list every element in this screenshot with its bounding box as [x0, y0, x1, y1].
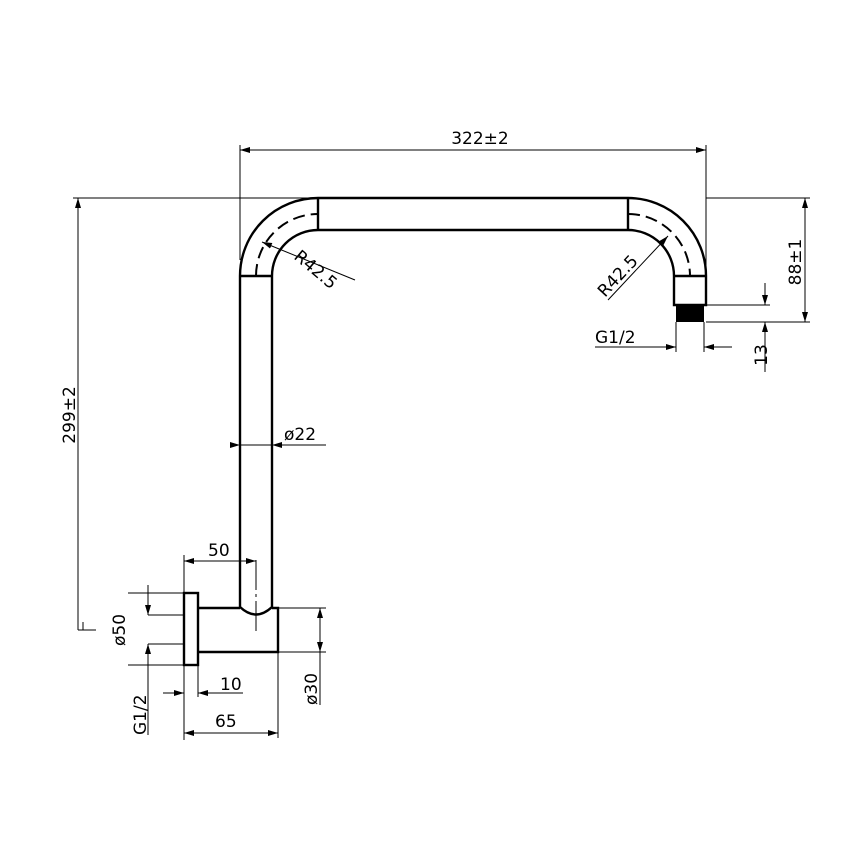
dim-overall-height: 299±2: [60, 197, 810, 631]
svg-text:ø50: ø50: [110, 614, 130, 646]
dim-body-length: 65: [184, 652, 279, 738]
dim-pipe-diameter: ø22: [230, 425, 326, 448]
outlet-thread: [676, 305, 704, 322]
dim-axis-offset: 50: [183, 541, 256, 740]
svg-text:G1/2: G1/2: [595, 328, 636, 348]
dim-flange-diameter: ø50: [110, 592, 184, 666]
dim-outlet-thread: G1/2: [595, 322, 732, 352]
dim-thread-length: 13: [706, 283, 772, 372]
svg-text:299±2: 299±2: [60, 386, 80, 444]
svg-text:R42.5: R42.5: [594, 251, 643, 301]
svg-text:ø22: ø22: [284, 425, 316, 445]
dim-radius-left: R42.5: [261, 241, 356, 294]
svg-text:88±1: 88±1: [786, 239, 806, 286]
dim-body-diameter: ø30: [278, 607, 326, 705]
svg-text:10: 10: [220, 675, 242, 695]
shower-arm: [182, 196, 708, 667]
dim-inlet-thread: G1/2: [131, 585, 184, 735]
svg-text:13: 13: [752, 344, 772, 366]
svg-text:R42.5: R42.5: [290, 247, 341, 294]
svg-text:50: 50: [208, 541, 230, 561]
wall-body: [198, 606, 280, 654]
dim-radius-right: R42.5: [594, 235, 669, 301]
svg-text:65: 65: [215, 712, 237, 732]
svg-text:G1/2: G1/2: [131, 694, 151, 735]
svg-text:322±2: 322±2: [451, 129, 509, 149]
dim-overall-width: 322±2: [239, 129, 707, 300]
dim-outlet-height: 88±1: [706, 198, 810, 323]
dim-flange-thickness: 10: [163, 665, 243, 697]
svg-text:ø30: ø30: [302, 673, 322, 705]
wall-flange: [182, 591, 200, 667]
